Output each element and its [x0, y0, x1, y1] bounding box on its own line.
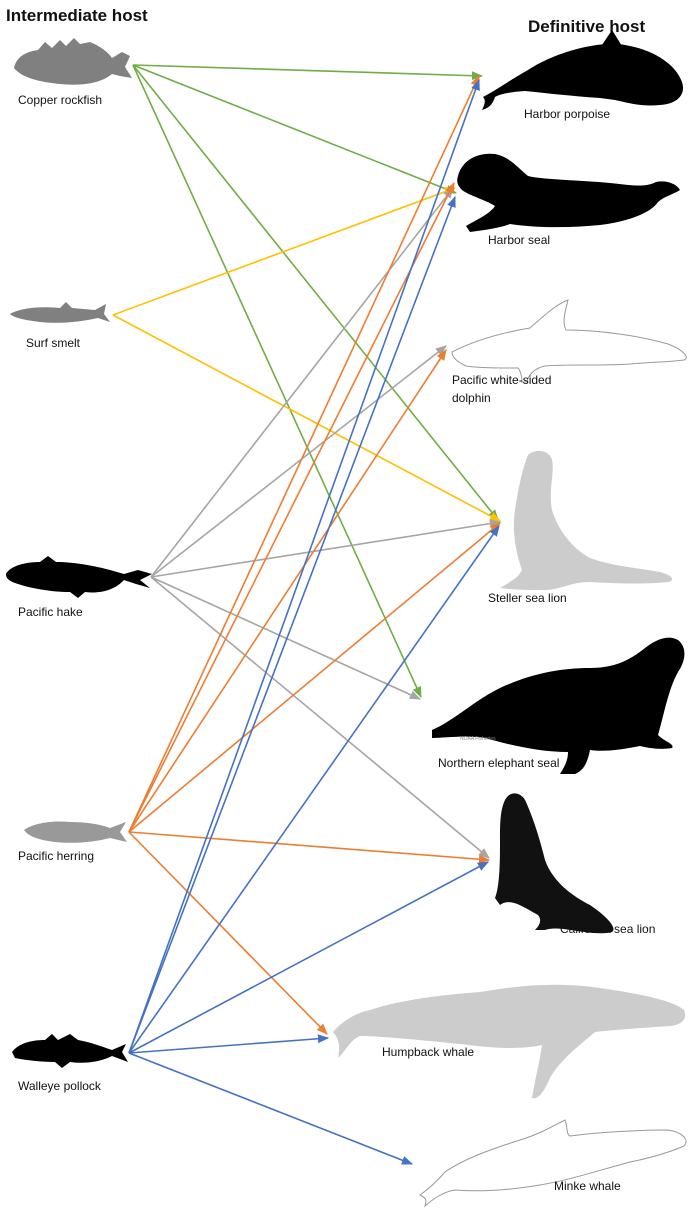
steller-sea-lion-silhouette [500, 451, 672, 590]
northern-elephant-seal-label: Northern elephant seal [438, 756, 559, 770]
link-pacific-hake-to-steller-sea-lion [151, 522, 500, 577]
pacific-hake-label: Pacific hake [18, 605, 83, 619]
link-pacific-herring-to-harbor-seal [129, 183, 454, 832]
california-sea-lion-silhouette [495, 793, 613, 933]
minke-whale-silhouette [420, 1120, 686, 1206]
northern-elephant-seal-silhouette: NOAA Fisheries [432, 638, 684, 774]
link-copper-rockfish-to-northern-elephant-seal [133, 65, 421, 697]
link-copper-rockfish-to-harbor-porpoise [133, 65, 482, 76]
pacific-white-sided-dolphin-silhouette [452, 300, 686, 382]
copper-rockfish-silhouette [14, 38, 132, 85]
pacific-herring-label: Pacific herring [18, 849, 94, 863]
surf-smelt-silhouette [10, 302, 110, 323]
pacific-herring-silhouette [24, 821, 127, 842]
definitive-host-title: Definitive host [528, 17, 645, 36]
link-pacific-hake-to-california-sea-lion [151, 577, 489, 858]
intermediate-host-title: Intermediate host [6, 6, 148, 25]
link-pacific-herring-to-steller-sea-lion [129, 523, 500, 832]
link-pacific-herring-to-harbor-porpoise [129, 76, 479, 832]
walleye-pollock-silhouette [12, 1034, 128, 1068]
link-copper-rockfish-to-steller-sea-lion [133, 65, 498, 520]
surf-smelt-label: Surf smelt [26, 336, 81, 350]
pacific-white-sided-dolphin-label-line2: dolphin [452, 391, 491, 405]
link-walleye-pollock-to-humpback-whale [129, 1038, 328, 1053]
harbor-seal-silhouette [457, 154, 680, 232]
link-walleye-pollock-to-minke-whale [129, 1053, 412, 1164]
walleye-pollock-label: Walleye pollock [18, 1079, 102, 1093]
noaa-credit: NOAA Fisheries [460, 736, 496, 742]
pacific-white-sided-dolphin-label-line1: Pacific white-sided [452, 373, 551, 387]
humpback-whale-label: Humpback whale [382, 1045, 474, 1059]
link-pacific-hake-to-harbor-seal [151, 188, 453, 577]
link-walleye-pollock-to-harbor-seal [129, 197, 455, 1053]
link-surf-smelt-to-steller-sea-lion [113, 315, 500, 521]
california-sea-lion-label: California sea lion [560, 922, 655, 936]
link-pacific-herring-to-california-sea-lion [129, 832, 489, 860]
harbor-porpoise-label: Harbor porpoise [524, 107, 610, 121]
link-pacific-herring-to-pacific-white-sided-dolphin [129, 350, 446, 832]
humpback-whale-silhouette [333, 985, 685, 1099]
pacific-hake-silhouette [6, 556, 152, 598]
harbor-seal-label: Harbor seal [488, 233, 550, 247]
link-copper-rockfish-to-harbor-seal [133, 65, 456, 193]
copper-rockfish-label: Copper rockfish [18, 93, 102, 107]
link-walleye-pollock-to-harbor-porpoise [129, 80, 479, 1053]
link-pacific-herring-to-humpback-whale [129, 832, 327, 1034]
minke-whale-label: Minke whale [554, 1179, 621, 1193]
harbor-porpoise-silhouette [482, 30, 683, 110]
steller-sea-lion-label: Steller sea lion [488, 591, 567, 605]
link-pacific-hake-to-pacific-white-sided-dolphin [151, 346, 446, 577]
